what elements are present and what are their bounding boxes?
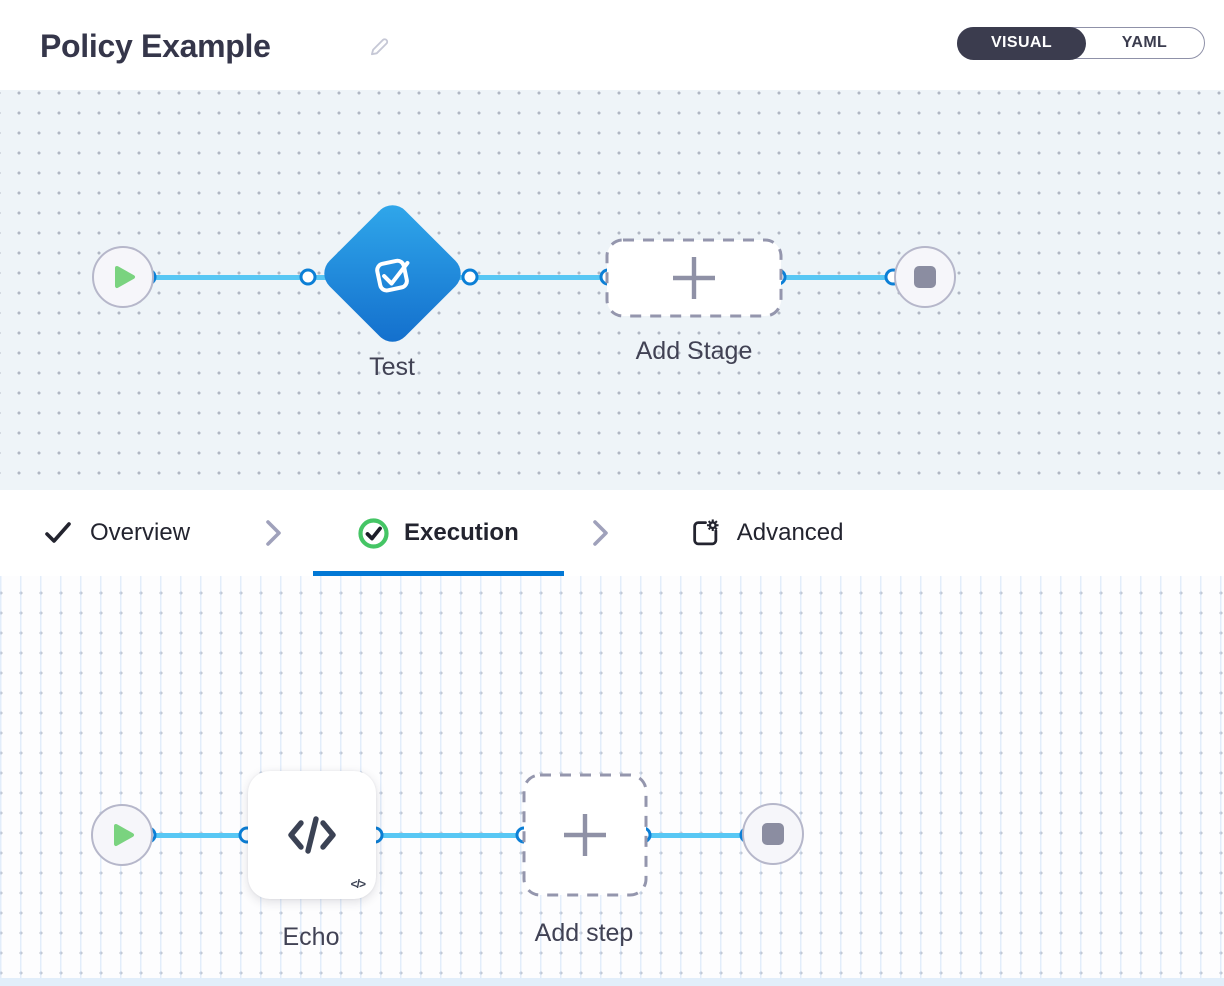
code-icon: [285, 814, 339, 856]
stage-node-test[interactable]: [316, 197, 469, 350]
stage-pipeline-canvas: Test Add Stage: [0, 90, 1224, 490]
active-tab-underline: [313, 571, 564, 576]
stage-connector-line: [148, 274, 893, 280]
port-stage-out[interactable]: [461, 268, 479, 286]
chevron-right-icon: [265, 519, 283, 547]
step-connector-line: [148, 832, 748, 838]
tab-overview-label: Overview: [90, 519, 191, 546]
script-type-badge: </>: [350, 877, 366, 891]
tab-execution-label: Execution: [404, 519, 519, 546]
pipeline-start-node[interactable]: [92, 246, 154, 308]
step-start-node[interactable]: [91, 804, 153, 866]
stage-tab-bar: Overview Execution: [0, 490, 1224, 576]
step-end-node[interactable]: [742, 803, 804, 865]
edit-title-button[interactable]: [366, 36, 392, 62]
play-icon: [112, 822, 136, 848]
stop-icon: [762, 823, 784, 845]
page-title: Policy Example: [40, 28, 271, 64]
policy-check-icon: [365, 246, 421, 302]
step-node-label: Echo: [282, 923, 340, 951]
step-pipeline-canvas: </> Echo Add step: [0, 576, 1224, 978]
chevron-right-icon: [592, 519, 610, 547]
visual-toggle-button[interactable]: VISUAL: [957, 26, 1086, 60]
tab-execution[interactable]: Execution: [313, 490, 564, 576]
stop-icon: [914, 266, 936, 288]
header: Policy Example VISUAL YAML: [0, 0, 1224, 90]
pipeline-end-node[interactable]: [894, 246, 956, 308]
add-stage-button[interactable]: [605, 238, 783, 318]
port-stage-in[interactable]: [299, 268, 317, 286]
play-icon: [113, 264, 137, 290]
success-check-circle-icon: [358, 517, 389, 549]
step-node-echo[interactable]: </>: [248, 771, 376, 899]
tab-overview[interactable]: Overview: [43, 490, 190, 576]
view-mode-toggle: VISUAL YAML: [957, 26, 1205, 60]
check-icon: [43, 520, 73, 546]
next-section-edge: [0, 978, 1224, 986]
stage-node-label: Test: [369, 353, 415, 381]
add-step-label: Add step: [534, 919, 634, 947]
yaml-toggle-button[interactable]: YAML: [1121, 33, 1168, 51]
add-stage-label: Add Stage: [635, 337, 753, 365]
pencil-icon: [367, 35, 391, 64]
tab-advanced[interactable]: Advanced: [690, 490, 844, 576]
add-step-button[interactable]: [522, 773, 648, 897]
tab-advanced-label: Advanced: [736, 519, 844, 546]
advanced-settings-icon: [690, 518, 720, 548]
